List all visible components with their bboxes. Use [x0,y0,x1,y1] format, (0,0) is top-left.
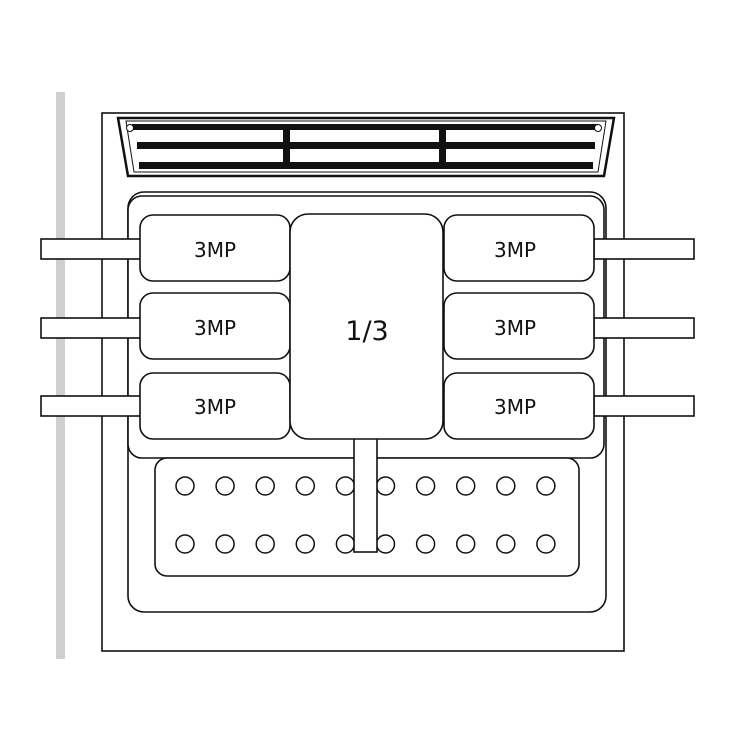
strainer-hole [295,534,316,554]
vent-grille [116,116,616,178]
basket-label: 3MP [194,238,236,262]
strainer-hole [295,476,316,496]
strainer-hole [496,476,516,496]
left-basket-2: 3MP [139,292,291,360]
strainer-hole [375,476,396,496]
strainer-hole [215,476,235,496]
strainer-hole [455,534,476,554]
side-wall [56,92,65,659]
left-handle-3 [40,395,142,417]
strainer-hole [255,534,275,554]
strainer-hole [415,534,436,554]
left-handle-2 [40,317,142,339]
basket-label: 3MP [194,395,236,419]
center-basket: 1/3 [289,213,444,440]
strainer-hole [455,476,476,496]
right-handle-1 [593,238,695,260]
center-basket-label: 1/3 [345,316,388,347]
left-basket-3: 3MP [139,372,291,440]
strainer-hole [536,534,556,554]
strainer-hole [215,534,235,554]
strainer-hole [415,476,436,496]
outer-cabinet [101,112,625,652]
basket-label: 3MP [494,316,536,340]
strainer-hole [496,534,516,554]
strainer-hole [536,476,556,496]
left-handle-1 [40,238,142,260]
basket-label: 3MP [194,316,236,340]
center-basket-handle [353,437,378,553]
strainer-hole [335,476,356,496]
strainer-hole [175,476,195,496]
right-basket-3: 3MP [443,372,595,440]
strainer-hole [255,476,275,496]
right-handle-3 [593,395,695,417]
basket-label: 3MP [494,395,536,419]
right-handle-2 [593,317,695,339]
right-basket-2: 3MP [443,292,595,360]
strainer-hole [375,534,396,554]
left-basket-1: 3MP [139,214,291,282]
right-basket-1: 3MP [443,214,595,282]
basket-label: 3MP [494,238,536,262]
strainer-hole [335,534,356,554]
strainer-hole [175,534,195,554]
